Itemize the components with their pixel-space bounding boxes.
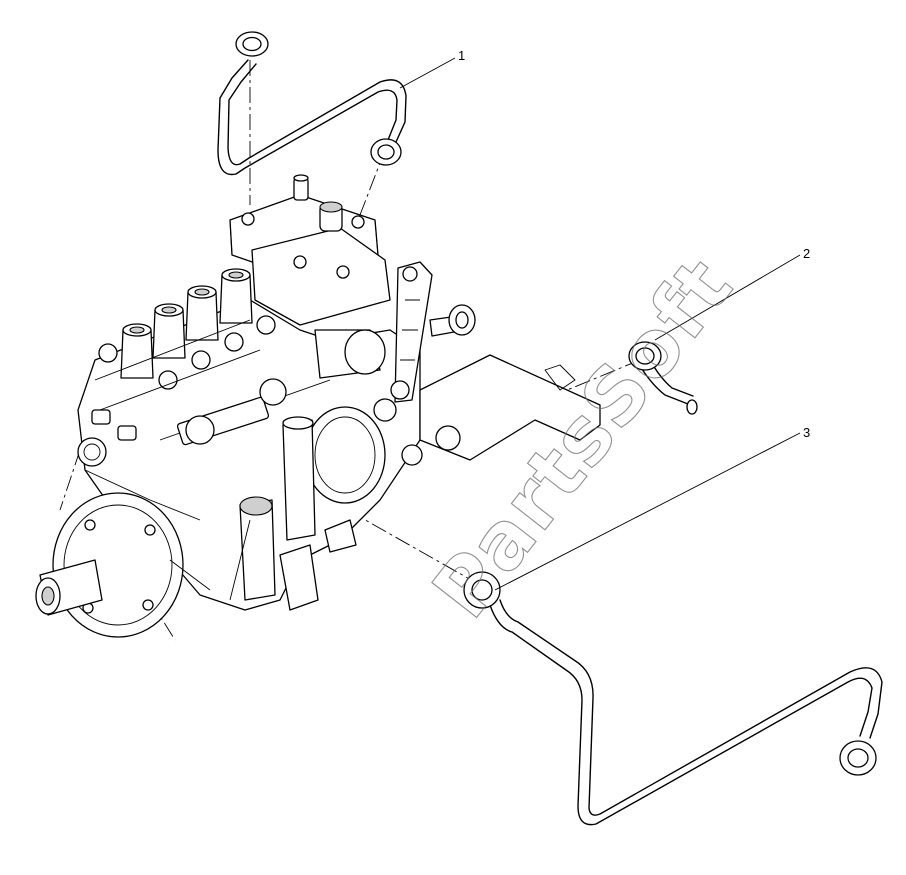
- side-plugs: [77, 409, 137, 467]
- part-2-elbow-pipe[interactable]: [628, 341, 698, 415]
- feed-pump: [304, 398, 461, 504]
- callout-labels: 1 2 3: [458, 48, 810, 440]
- front-fitting: [239, 496, 357, 611]
- callout-2-label: 2: [803, 246, 810, 261]
- injection-pump-assembly: [35, 174, 601, 638]
- part-3-long-fuel-pipe[interactable]: [463, 571, 883, 826]
- banjo-eye-bottom: [370, 138, 402, 166]
- leader-lines: [399, 57, 801, 591]
- priming-pump: [282, 416, 316, 541]
- drive-flange: [35, 492, 184, 638]
- callout-3-label: 3: [803, 425, 810, 440]
- bracket-plate: [419, 354, 601, 461]
- banjo-eye-top: [463, 571, 501, 609]
- governor-lever: [390, 261, 433, 403]
- stop-shaft: [429, 304, 476, 337]
- banjo-eye-bottom: [839, 740, 877, 776]
- solenoid-actuator: [314, 329, 386, 379]
- banjo-eye-top: [235, 31, 269, 57]
- cover-fittings: [241, 174, 365, 279]
- delivery-valve-holders: [98, 268, 276, 390]
- callout-1-label: 1: [458, 48, 465, 63]
- part-1-fuel-pipe[interactable]: [217, 31, 407, 176]
